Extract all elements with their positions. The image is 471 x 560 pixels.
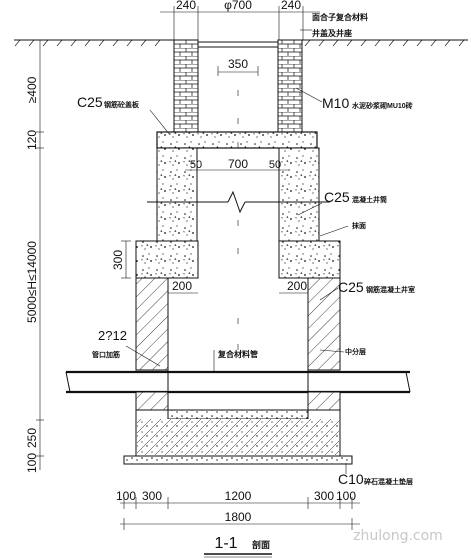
section-title-number: 1-1 [214,535,237,552]
dim-bottom-300-left: 300 [142,489,162,503]
label-c25-chamber-sub: 钢筋混凝土井室 [366,285,415,294]
bottom-dimensions: 100 300 1200 300 100 1800 [116,489,360,530]
dim-min-400: ≥400 [25,76,39,103]
callout-c25-cover: C25 钢筋砼盖板 [77,94,171,136]
manhole-cover [195,41,281,48]
dim-bottom-100-right: 100 [336,489,356,503]
c25-cover-slab [156,131,318,149]
dim-inner-700: 50 700 50 [185,157,290,176]
shaft-wall-right [278,147,320,242]
label-c10: C10 [338,471,364,487]
watermark: zhulong.com [353,528,443,544]
dim-300-label: 300 [111,250,125,270]
break-line [147,190,330,214]
dim-100: 100 [25,453,39,473]
note-cover: 面合子复合材料 [312,12,368,22]
dim-200-left: 200 [172,279,192,293]
note-ring: 井盖及井座 [312,28,352,38]
section-title: 1-1 剖面 [204,535,272,558]
brick-wall-right [277,39,303,133]
dim-50-right: 50 [269,159,281,171]
dim-200-right: 200 [287,279,307,293]
shaft-wall-left [156,147,198,242]
lower-wall-right [307,391,341,411]
chamber-slab-right [278,240,341,279]
dim-300-side: 300 [111,240,131,279]
callout-plaster: 抹面 [319,221,366,237]
dim-200: 200 200 [162,279,315,294]
chamber-wall-left [135,277,169,371]
dim-700: 700 [228,157,248,171]
floor-layer [167,409,309,420]
ground-line [14,39,468,47]
label-center-layer: 中分层 [345,347,366,356]
label-rebar-sub: 管口加筋 [92,350,120,359]
section-title-suffix: 剖面 [252,539,270,550]
label-c25-cover-sub: 钢筋砼盖板 [104,100,140,109]
label-m10: M10 [322,95,349,111]
callout-m10: M10 水泥砂浆砌MU10砖 [295,87,413,111]
callout-c25-shaft: C25 混凝土井筒 [297,189,387,216]
dim-top-opening: φ700 [224,0,252,12]
dim-top-right-wall: 240 [281,0,301,12]
dim-bottom-1200: 1200 [225,489,252,503]
callout-c10: C10 碎石混凝土垫层 [338,463,413,487]
base-slab [137,419,339,455]
dim-350: 350 [217,57,259,76]
callout-pipe: 复合材料管 [213,349,258,372]
callout-c25-chamber: C25 钢筋混凝土井室 [319,279,415,301]
top-dimension: 240 φ700 240 面合子复合材料 井盖及井座 [160,0,368,40]
pipe [65,370,411,394]
dim-bottom-100-left: 100 [116,489,136,503]
dim-bottom-300-right: 300 [314,489,334,503]
label-c25-chamber: C25 [338,279,364,295]
dim-50-left: 50 [190,159,202,171]
label-c25-shaft-sub: 混凝土井筒 [352,195,387,204]
brick-wall-left [173,39,199,133]
label-c10-sub: 碎石混凝土垫层 [364,477,413,486]
dim-bottom-1800: 1800 [225,510,252,524]
label-c25-shaft: C25 [324,189,350,205]
dim-250: 250 [25,428,39,448]
dim-height-range: 5000≤H≤14000 [25,241,39,323]
callout-rebar: 2?12 管口加筋 [92,328,161,367]
label-pipe: 复合材料管 [217,349,258,359]
left-dimension-chain: ≥400 120 5000≤H≤14000 250 100 [25,40,44,473]
label-m10-sub: 水泥砂浆砌MU10砖 [352,101,413,110]
dim-350-label: 350 [228,57,248,71]
lower-wall-left [135,391,169,411]
label-c25-cover: C25 [77,94,103,110]
label-rebar: 2?12 [98,328,127,343]
label-plaster: 抹面 [352,221,366,230]
dim-120: 120 [25,130,39,150]
chamber-slab-left [135,240,199,279]
chamber-wall-right [307,277,341,371]
callout-center-layer: 中分层 [319,347,366,356]
dim-top-left-wall: 240 [176,0,196,12]
c10-cushion [123,455,353,465]
